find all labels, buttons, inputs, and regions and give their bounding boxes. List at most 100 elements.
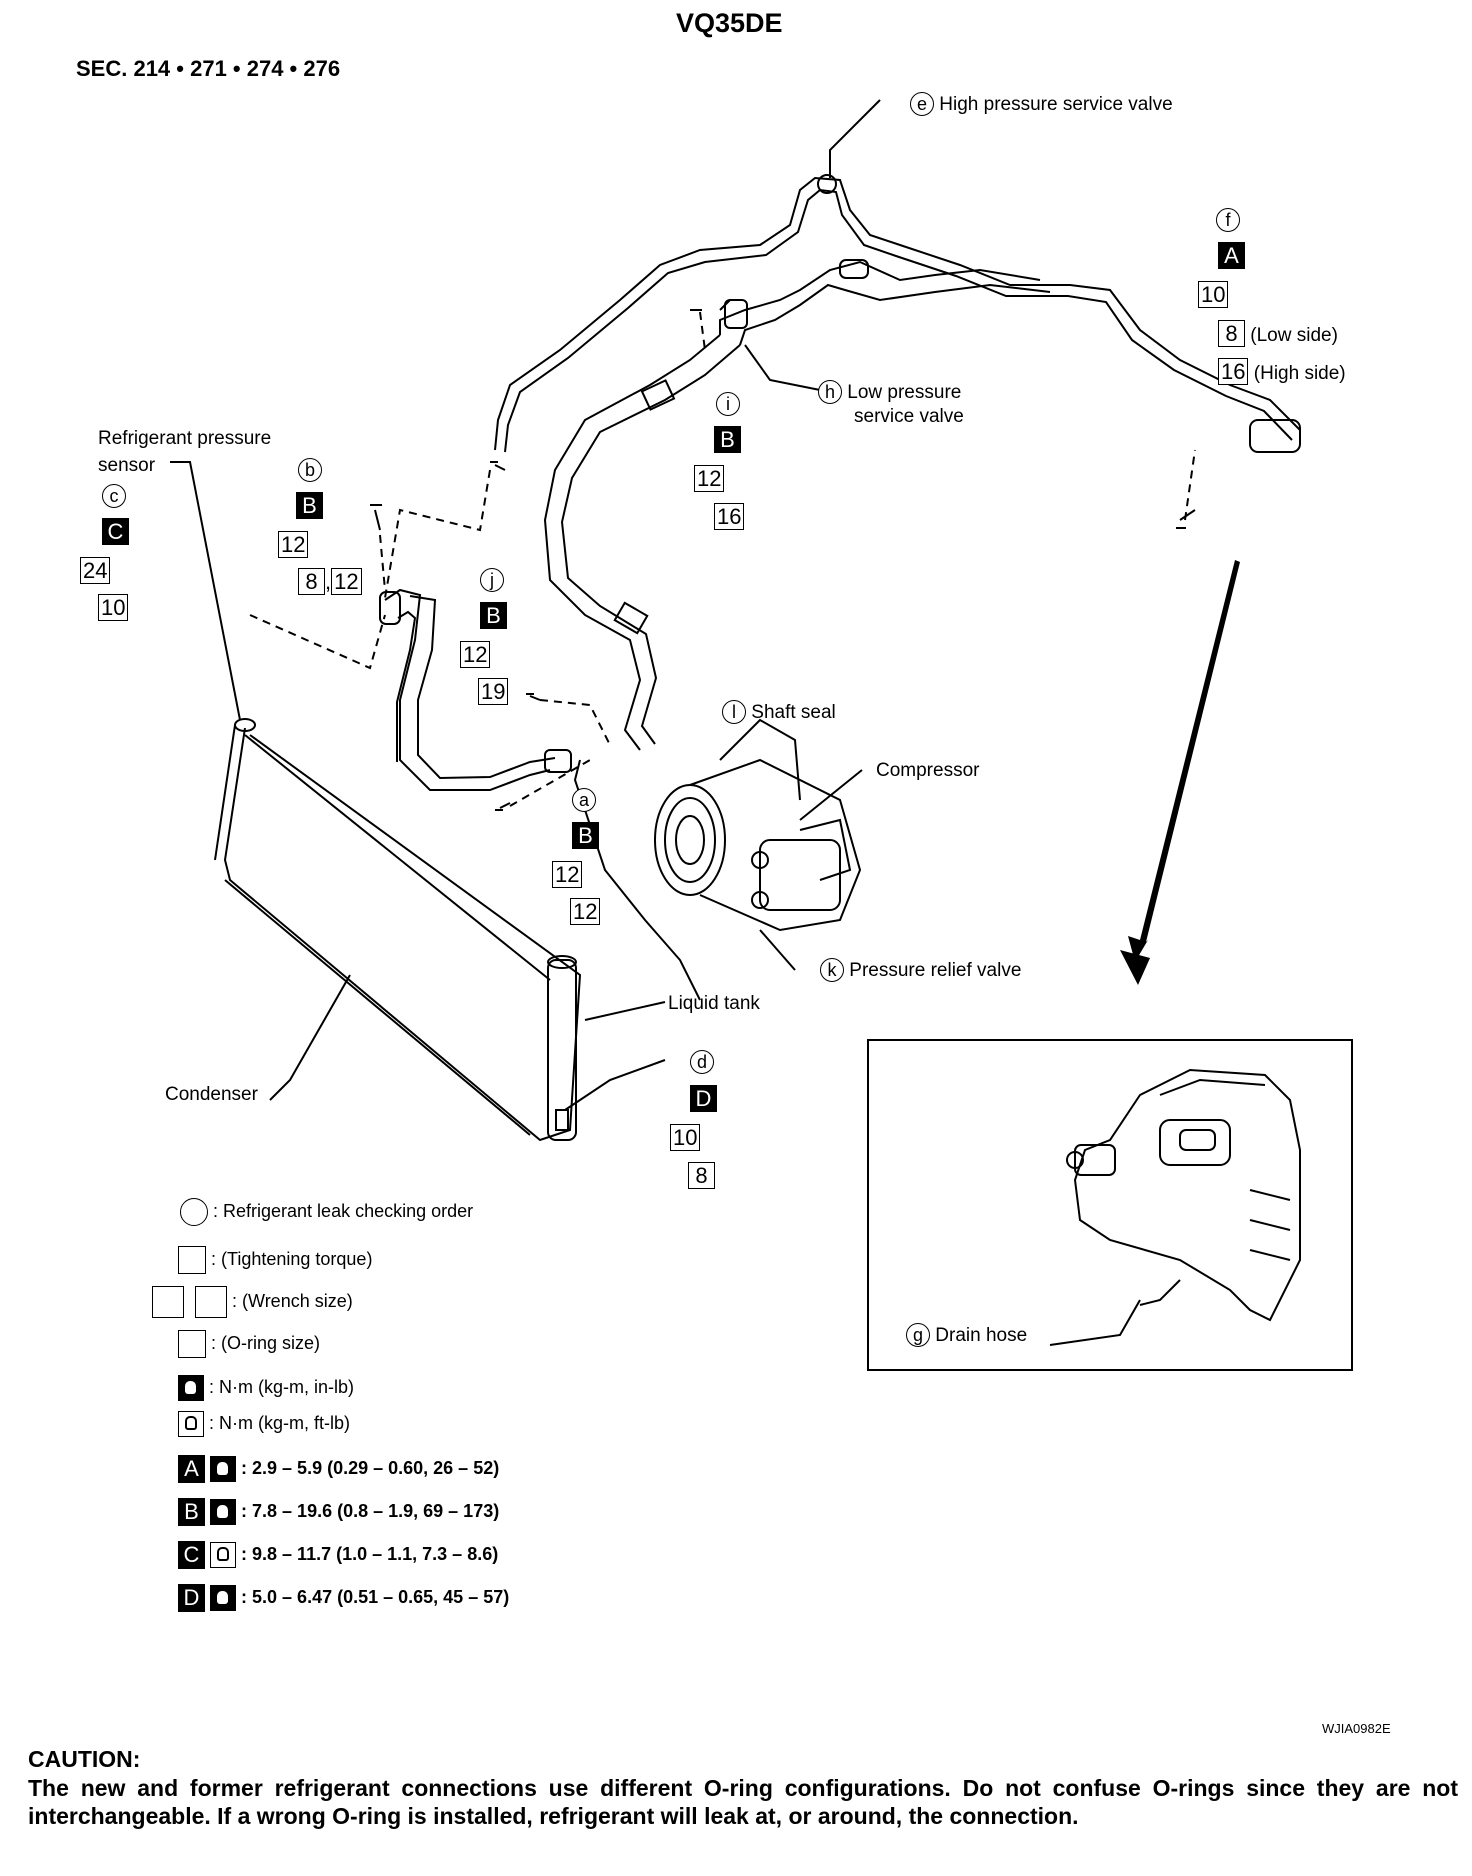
page-title: VQ35DE [676, 8, 783, 38]
callout-i: i [716, 392, 740, 416]
legend-wrench-box-1 [152, 1286, 184, 1318]
legend-oring: : (O-ring size) [178, 1330, 320, 1358]
legend-unit-inlb: : N·m (kg-m, in-lb) [178, 1375, 354, 1401]
legend-tightening-text: : (Tightening torque) [211, 1248, 373, 1269]
callout-j-oring: 19 [478, 678, 509, 705]
callout-f-oring-high: 16 (High side) [1218, 358, 1346, 385]
legend-spec-b-grade: B [178, 1498, 205, 1526]
detail-arrow [1128, 560, 1240, 962]
heater-unit-drawing [1066, 1068, 1301, 1322]
callout-j-marker: j [480, 568, 504, 592]
legend-spec-c-text: : 9.8 – 11.7 (1.0 – 1.1, 7.3 – 8.6) [241, 1543, 499, 1564]
callout-b-oring: 8 [298, 568, 325, 595]
callout-b-separator: , [325, 569, 332, 594]
compressor-label: Compressor [876, 760, 980, 781]
legend-spec-b: B : 7.8 – 19.6 (0.8 – 1.9, 69 – 173) [178, 1498, 499, 1526]
callout-f-marker: f [1216, 208, 1240, 232]
callout-d-torque: 10 [670, 1124, 701, 1151]
condenser-label: Condenser [165, 1084, 258, 1105]
callout-i-grade: B [714, 426, 741, 453]
caution-heading: CAUTION: [28, 1746, 141, 1772]
legend-wrench-text: : (Wrench size) [232, 1290, 353, 1311]
legend-wrench-box-2 [195, 1286, 228, 1318]
legend-leak-order: : Refrigerant leak checking order [180, 1198, 473, 1226]
callout-d-grade: D [690, 1085, 717, 1112]
legend-circle-symbol [180, 1198, 208, 1226]
callout-b: b [298, 458, 322, 482]
callout-f-oring-high-note: (High side) [1253, 363, 1346, 384]
callout-b-grade: B [296, 492, 323, 519]
callout-e-label: High pressure service valve [939, 94, 1173, 115]
legend-spec-b-text: : 7.8 – 19.6 (0.8 – 1.9, 69 – 173) [241, 1500, 500, 1521]
callout-d-marker: d [690, 1050, 714, 1074]
callout-h-label-line2: service valve [854, 406, 964, 427]
condenser-drawing [214, 718, 582, 1142]
legend-spec-a-text: : 2.9 – 5.9 (0.29 – 0.60, 26 – 52) [241, 1457, 500, 1478]
compressor-drawing [654, 718, 862, 932]
callout-h: h Low pressure [818, 380, 961, 404]
callout-f-oring-low: 8 (Low side) [1218, 320, 1338, 347]
callout-j-grade: B [480, 602, 507, 629]
b-hose [384, 588, 551, 791]
wrench-ftlb-icon [178, 1411, 204, 1437]
callout-c-wrench: 24 [80, 557, 111, 584]
callout-f-grade: A [1218, 242, 1245, 269]
low-pressure-hose [543, 334, 721, 751]
legend-wrench: : (Wrench size) [152, 1286, 353, 1318]
callout-c-grade: C [102, 518, 129, 545]
callout-e-marker: e [910, 92, 934, 116]
wrench-inlb-icon [210, 1456, 237, 1482]
callout-f-oring-low-note: (Low side) [1250, 325, 1338, 346]
drain-hose-detail-box [867, 1039, 1353, 1371]
legend-spec-a-grade: A [178, 1455, 205, 1483]
callout-k-marker: k [820, 958, 844, 982]
callout-a-grade: B [572, 822, 599, 849]
callout-l-label: Shaft seal [751, 702, 836, 723]
callout-e: e High pressure service valve [910, 92, 1173, 116]
callout-a-torque: 12 [552, 861, 583, 888]
legend-unit-ftlb: : N·m (kg-m, ft-lb) [178, 1411, 350, 1437]
legend-unit-ftlb-text: : N·m (kg-m, ft-lb) [209, 1412, 351, 1433]
legend-spec-c-grade: C [178, 1541, 205, 1569]
figure-code: WJIA0982E [1322, 1721, 1391, 1736]
wrench-ftlb-icon [210, 1542, 237, 1568]
callout-d: d [690, 1050, 714, 1074]
callout-a-marker: a [572, 788, 596, 812]
callout-b-orings: 8,12 [298, 568, 362, 595]
callout-b-marker: b [298, 458, 322, 482]
section-reference: SEC. 214 • 271 • 274 • 276 [76, 56, 341, 81]
callout-g-marker: g [906, 1323, 930, 1347]
callout-d-oring: 8 [688, 1162, 715, 1189]
callout-b-torque: 12 [278, 531, 309, 558]
callout-l-marker: l [722, 700, 746, 724]
legend-spec-c: C : 9.8 – 11.7 (1.0 – 1.1, 7.3 – 8.6) [178, 1541, 498, 1569]
caution-text: The new and former refrigerant connectio… [28, 1775, 1458, 1829]
callout-i-oring: 16 [714, 503, 745, 530]
callout-i-torque: 12 [694, 465, 725, 492]
callout-h-marker: h [818, 380, 842, 404]
callout-c-marker: c [102, 484, 126, 508]
callout-b-oring2: 12 [331, 568, 362, 595]
callout-g: g Drain hose [906, 1323, 1027, 1347]
callout-a-oring: 12 [570, 898, 601, 925]
callout-f-torque: 10 [1198, 281, 1229, 308]
callout-c-label-line2: sensor [98, 455, 156, 476]
callout-f-oring-high-size: 16 [1218, 358, 1249, 385]
callout-k: k Pressure relief valve [820, 958, 1021, 982]
callout-l: l Shaft seal [722, 700, 836, 724]
callout-c-label-line1: Refrigerant pressure [98, 428, 272, 449]
legend-spec-d-grade: D [178, 1584, 205, 1612]
callout-j-torque: 12 [460, 641, 491, 668]
callout-c: c [102, 484, 126, 508]
legend-tightening: : (Tightening torque) [178, 1246, 372, 1274]
legend-spec-a: A : 2.9 – 5.9 (0.29 – 0.60, 26 – 52) [178, 1455, 499, 1483]
callout-g-label: Drain hose [935, 1325, 1028, 1346]
callout-h-label-line1: Low pressure [847, 382, 962, 403]
callout-k-label: Pressure relief valve [849, 960, 1022, 981]
legend-tightening-box [178, 1246, 206, 1274]
callout-f-oring-low-size: 8 [1218, 320, 1245, 347]
wrench-inlb-icon [210, 1499, 237, 1525]
liquid-tank-label: Liquid tank [668, 993, 760, 1014]
callout-i-marker: i [716, 392, 740, 416]
